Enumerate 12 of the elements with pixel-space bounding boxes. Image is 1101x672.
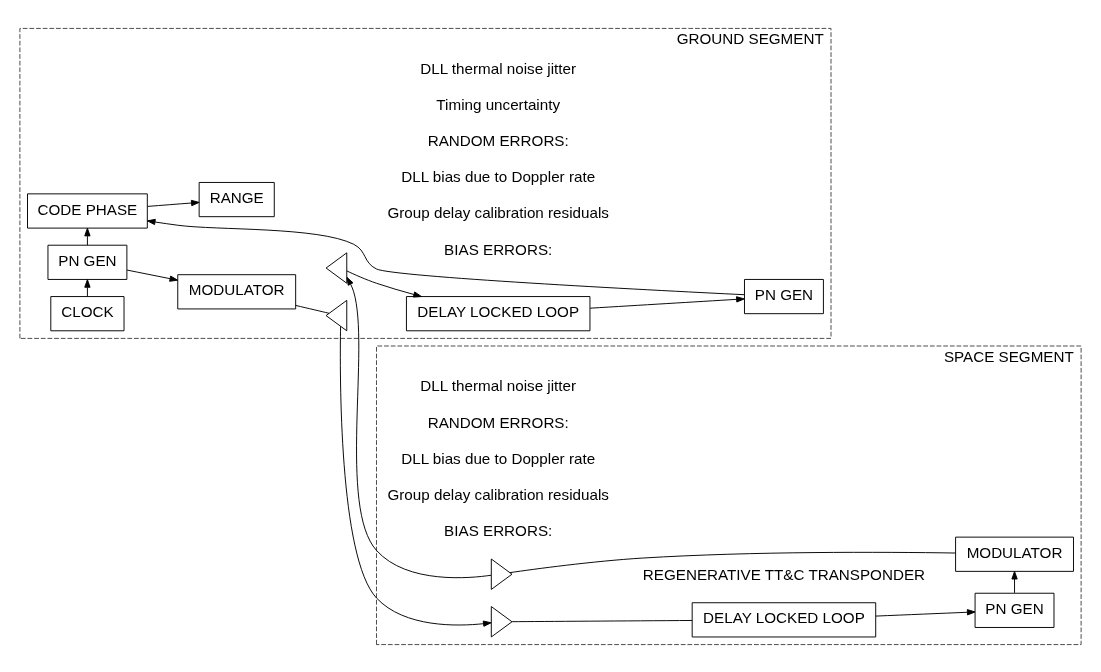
label: BIAS ERRORS: [444, 521, 553, 539]
label: BIAS ERRORS: [444, 240, 553, 258]
label: Group delay calibration residuals [387, 485, 609, 503]
label: REGENERATIVE TT&C TRANSPONDER [642, 565, 926, 583]
label: Group delay calibration residuals [387, 203, 609, 221]
label: DLL thermal noise jitter [420, 376, 577, 394]
label: DLL bias due to Doppler rate [401, 167, 596, 185]
label: Timing uncertainty [436, 95, 561, 113]
label: RANDOM ERRORS: [427, 131, 569, 149]
label: DLL bias due to Doppler rate [401, 449, 596, 467]
label: RANDOM ERRORS: [427, 413, 569, 431]
label: DLL thermal noise jitter [420, 59, 577, 77]
